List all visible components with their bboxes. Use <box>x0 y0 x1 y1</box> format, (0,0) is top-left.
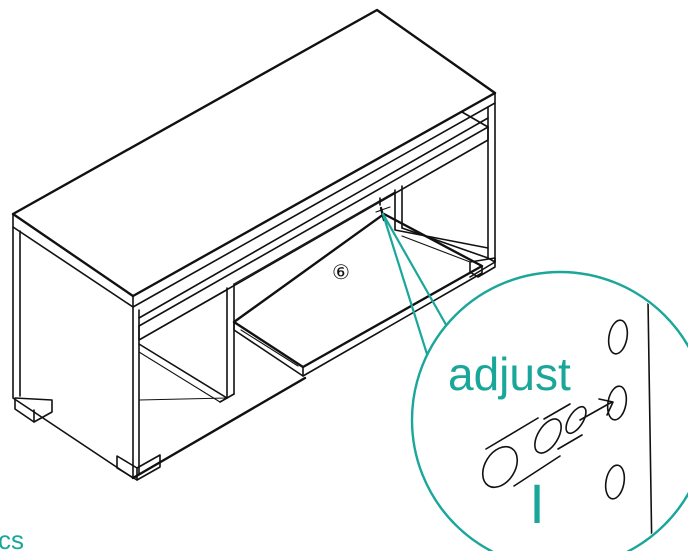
cabinet-left-compartment <box>138 343 235 403</box>
tv-cabinet <box>11 8 497 481</box>
corner-text-fragment: cs <box>0 525 24 551</box>
cabinet-center-divider <box>226 185 489 399</box>
step-marker-label: I <box>529 472 545 535</box>
shelf-pin <box>481 403 587 489</box>
cabinet-feet <box>14 257 496 481</box>
adjust-label: adjust <box>448 348 571 400</box>
panel-edge <box>647 299 653 551</box>
shelf-part-6 <box>232 212 484 377</box>
pin-hole-bottom <box>604 464 626 500</box>
zoom-callout: adjust I <box>410 270 688 551</box>
insert-arrow <box>579 398 614 421</box>
pin-hole-top <box>607 319 629 355</box>
cabinet-upper-opening <box>138 111 489 341</box>
part-number-label: ⑥ <box>332 260 350 284</box>
callout-ring <box>410 270 688 551</box>
cabinet-right-compartment <box>401 227 489 263</box>
cabinet-top <box>11 8 497 308</box>
